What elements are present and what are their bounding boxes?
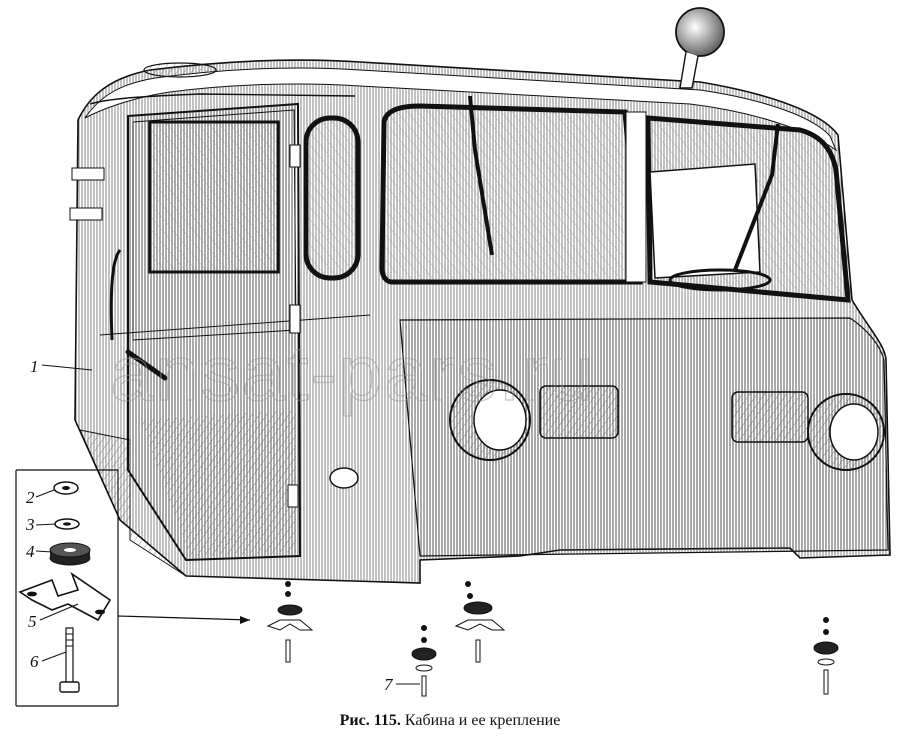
side-quarter-window [303,115,361,281]
door-window [148,120,280,274]
watermark: ansat-pars.ru [110,329,596,417]
callout-1: 1 [30,357,93,376]
svg-text:5: 5 [28,612,37,631]
callout-2: 2 [26,488,55,507]
mount-point-3 [411,625,437,697]
door-hinge-bottom [287,484,299,508]
callout-6: 6 [30,651,67,671]
mount-point-4 [813,617,839,695]
svg-text:3: 3 [25,515,35,534]
caption-text: Кабина и ее крепление [404,712,561,729]
part-bolt [59,627,80,693]
part-bracket [18,571,112,622]
roof-lamp [675,7,725,89]
side-bracket-upper [71,167,105,181]
headlight-left [449,379,531,461]
callout-5: 5 [28,603,79,631]
callout-3: 3 [25,515,57,534]
svg-text:1: 1 [30,357,39,376]
windshield-center-pillar [625,111,647,283]
headlight-right [807,393,885,471]
wiper-right [733,123,780,271]
side-marker-lamp [329,467,359,489]
steering-wheel [668,268,772,292]
caption-prefix: Рис. 115. [339,712,401,729]
side-bracket-lower [69,207,103,221]
cab-door [109,102,302,562]
front-vent-left [539,385,619,439]
mount-point-1 [266,581,314,663]
front-vent-right [731,391,809,443]
svg-text:6: 6 [30,652,39,671]
svg-text:7: 7 [384,675,394,694]
callout-7: 7 [384,675,420,694]
wiper-left [468,95,494,256]
figure-caption: Рис. 115. Кабина и ее крепление [0,712,900,730]
svg-text:2: 2 [26,488,35,507]
mount-point-2 [454,581,506,663]
door-hinge-mid [289,304,301,334]
door-hinge-top [289,144,301,168]
mount-parts-inset [15,469,251,707]
grab-handle [109,249,122,341]
svg-text:4: 4 [26,542,35,561]
windshield [379,103,851,303]
inset-arrow [117,615,251,621]
callout-4: 4 [26,542,53,561]
part-nut [53,481,79,495]
part-washer [54,518,80,530]
door-handle [125,349,168,381]
part-rubber-cushion [49,542,91,566]
